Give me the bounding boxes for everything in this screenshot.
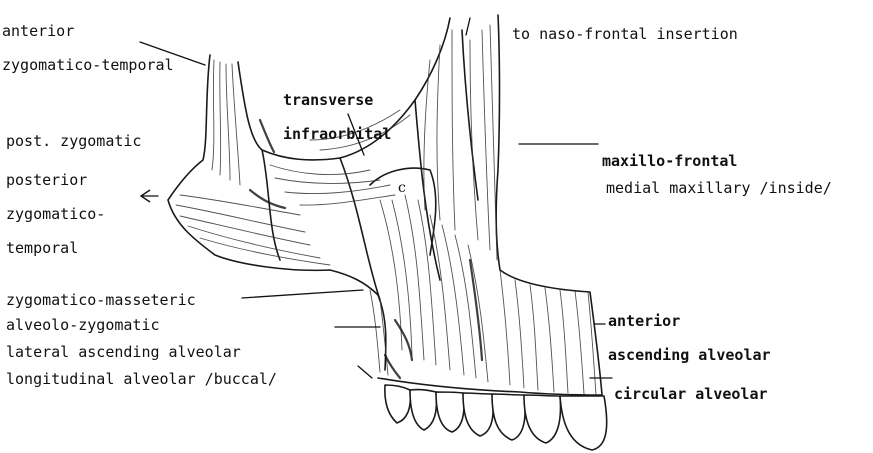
label-anterior-ascending-alveolar: anterior ascending alveolar xyxy=(608,296,771,364)
tooth-2 xyxy=(410,390,437,430)
label-longitudinal-alveolar-text: longitudinal alveolar /buccal/ xyxy=(6,370,277,388)
label-anterior-zygomatico-temporal-line2: zygomatico-temporal xyxy=(2,56,174,74)
tooth-6 xyxy=(524,395,560,443)
label-transverse-infraorbital-line2: infraorbital xyxy=(283,125,391,143)
label-circular-alveolar: circular alveolar xyxy=(614,369,768,403)
label-posterior-zygomatico-temporal-line2: zygomatico- xyxy=(6,205,105,223)
label-posterior-zygomatico-temporal: posterior zygomatico- temporal xyxy=(6,155,105,257)
tooth-3 xyxy=(436,392,464,432)
label-anterior-ascending-alveolar-line1: anterior xyxy=(608,312,680,330)
tooth-5 xyxy=(492,394,525,440)
label-naso-frontal-text: to naso-frontal insertion xyxy=(512,25,738,43)
label-posterior-zygomatico-temporal-line1: posterior xyxy=(6,171,87,189)
label-longitudinal-alveolar: longitudinal alveolar /buccal/ xyxy=(6,354,277,388)
label-anterior-zygomatico-temporal: anterior zygomatico-temporal xyxy=(2,6,174,74)
leader-naso-frontal xyxy=(466,18,470,35)
label-post-zygomatic: post. zygomatic xyxy=(6,116,141,150)
orbit-mark: c xyxy=(398,180,406,196)
label-naso-frontal: to naso-frontal insertion xyxy=(512,9,738,43)
label-circular-alveolar-text: circular alveolar xyxy=(614,385,768,403)
label-medial-maxillary: medial maxillary /inside/ xyxy=(606,163,832,197)
tooth-7 xyxy=(560,396,607,450)
label-post-zygomatic-text: post. zygomatic xyxy=(6,132,141,150)
label-medial-maxillary-text: medial maxillary /inside/ xyxy=(606,179,832,197)
leader-longitudinal-alveolar xyxy=(358,366,372,378)
label-transverse-infraorbital: transverse infraorbital xyxy=(283,75,391,143)
label-transverse-infraorbital-line1: transverse xyxy=(283,91,373,109)
tooth-1 xyxy=(385,385,411,423)
tooth-4 xyxy=(463,393,493,436)
label-anterior-ascending-alveolar-line2: ascending alveolar xyxy=(608,346,771,364)
leader-alveolo-zygomatic xyxy=(242,290,363,298)
label-anterior-zygomatico-temporal-line1: anterior xyxy=(2,22,74,40)
label-posterior-zygomatico-temporal-line3: temporal xyxy=(6,239,78,257)
